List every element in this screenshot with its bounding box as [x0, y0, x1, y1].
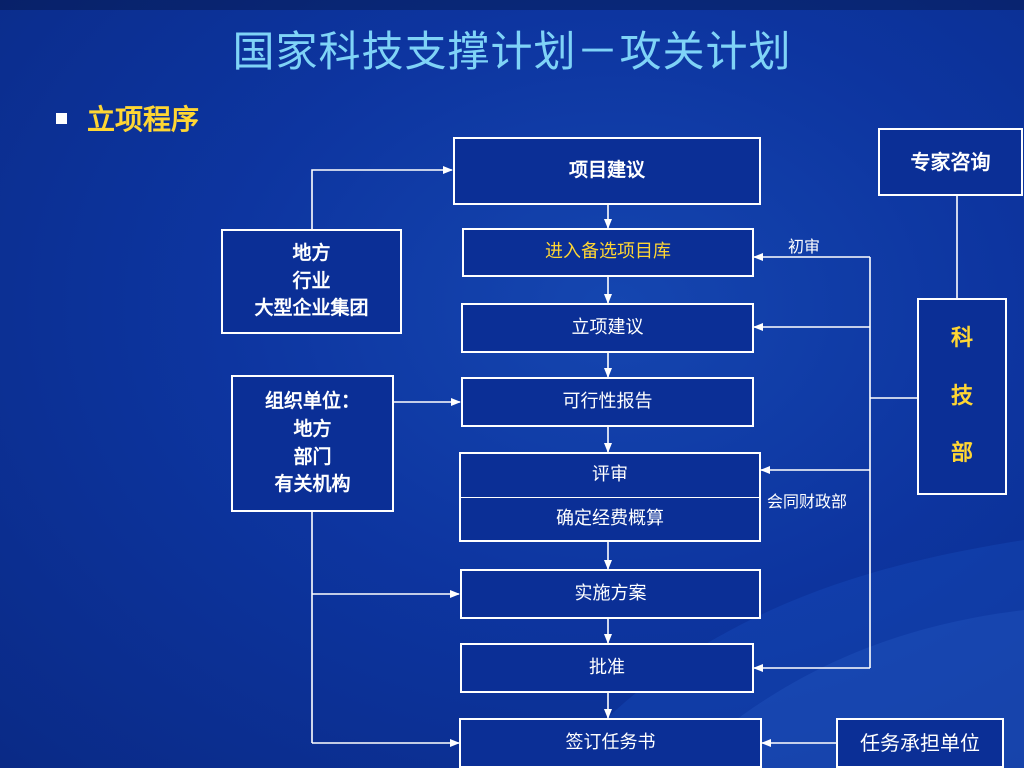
ministry-char-1: 科	[950, 324, 973, 351]
source-enterprise: 大型企业集团	[254, 297, 369, 320]
organizer-institutions: 有关机构	[274, 473, 351, 496]
undertaker-box: 任务承担单位	[836, 718, 1004, 768]
source-local: 地方	[292, 242, 331, 265]
implementation-plan-box: 实施方案	[460, 569, 761, 619]
page-title: 国家科技支撑计划－攻关计划	[232, 27, 792, 76]
section-heading: 立项程序	[56, 98, 199, 138]
sources-box: 地方 行业 大型企业集团	[221, 229, 402, 334]
organizers-heading: 组织单位：	[264, 390, 360, 413]
with-finance-label: 会同财政部	[767, 492, 848, 511]
organizers-box: 组织单位： 地方 部门 有关机构	[231, 375, 394, 512]
arrow-sources-to-proposal	[311, 166, 453, 229]
review-budget-box: 评审 确定经费概算	[459, 452, 761, 542]
initial-review-label: 初审	[788, 237, 821, 256]
organizer-department: 部门	[293, 445, 332, 468]
review-label: 评审	[461, 454, 759, 498]
approve-box: 批准	[460, 643, 754, 693]
square-bullet-icon	[56, 112, 67, 124]
proposal-box: 项目建议	[453, 137, 761, 205]
approval-suggestion-box: 立项建议	[461, 303, 754, 353]
contract-box: 签订任务书	[459, 718, 762, 768]
section-heading-text: 立项程序	[87, 103, 200, 136]
feasibility-report-box: 可行性报告	[461, 377, 754, 427]
ministry-char-2: 技	[950, 382, 973, 409]
ministry-char-3: 部	[950, 440, 973, 467]
candidate-pool-box: 进入备选项目库	[462, 228, 754, 277]
budget-label: 确定经费概算	[556, 507, 664, 529]
expert-consultation-box: 专家咨询	[878, 128, 1023, 196]
source-industry: 行业	[292, 269, 331, 292]
organizer-local: 地方	[293, 417, 332, 440]
ministry-box: 科 技 部	[917, 298, 1007, 495]
